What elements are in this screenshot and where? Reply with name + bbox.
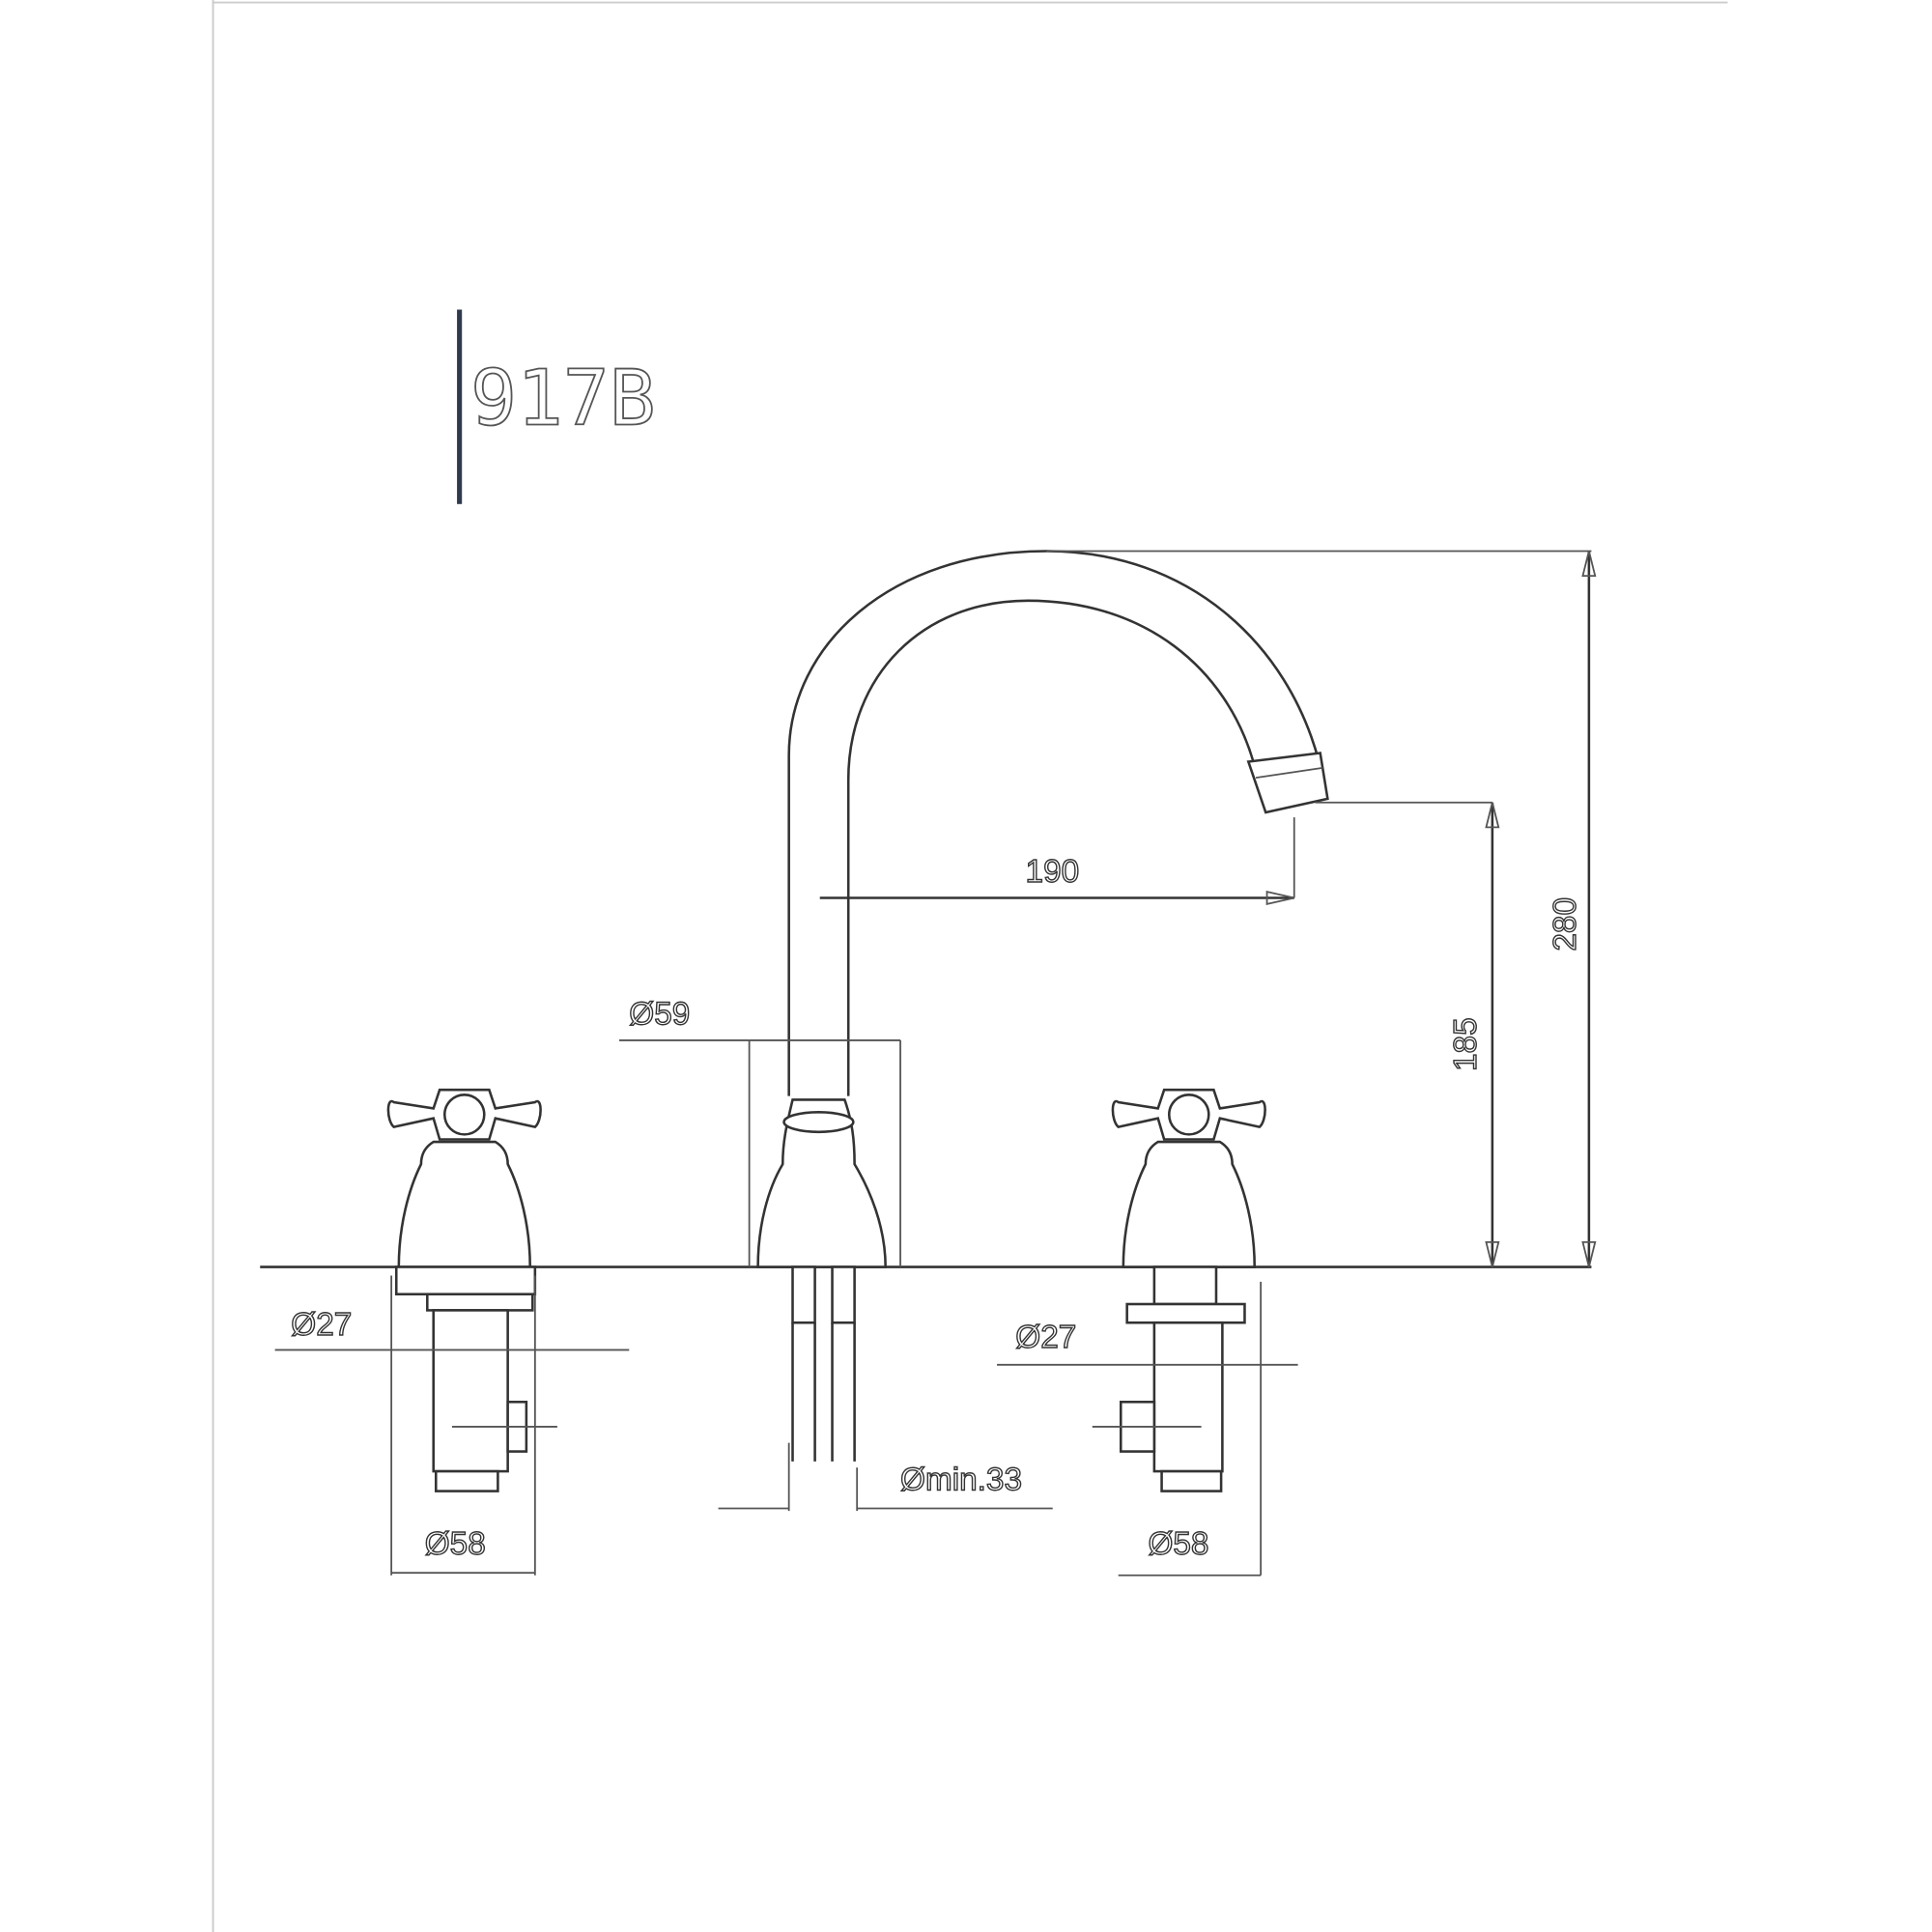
svg-text:Ø27: Ø27 (291, 1307, 352, 1343)
dim-left-base: Ø58 (390, 1275, 536, 1576)
svg-text:Ø59: Ø59 (629, 996, 690, 1032)
right-valve (1092, 1088, 1266, 1492)
svg-text:Ømin.33: Ømin.33 (900, 1462, 1022, 1497)
title-accent-bar (457, 309, 463, 504)
dim-right-shank: Ø27 (997, 1319, 1298, 1366)
model-title: 917B (470, 354, 655, 443)
svg-text:Ø27: Ø27 (1015, 1320, 1076, 1355)
svg-text:280: 280 (1548, 897, 1583, 952)
dim-spout-height: 185 (1315, 801, 1500, 1267)
dim-spout-base: Ø59 (619, 996, 901, 1267)
spout-base (756, 1098, 887, 1462)
left-valve (386, 1088, 557, 1492)
svg-text:Ø58: Ø58 (1148, 1526, 1208, 1562)
dim-spout-reach: 190 (819, 817, 1295, 906)
svg-text:Ø58: Ø58 (425, 1526, 486, 1562)
svg-text:190: 190 (1026, 854, 1080, 890)
dim-right-base: Ø58 (1118, 1281, 1263, 1577)
spout (787, 550, 1329, 1096)
svg-text:185: 185 (1448, 1017, 1484, 1071)
dim-left-shank: Ø27 (274, 1306, 630, 1351)
dim-total-height: 280 (1046, 550, 1597, 1267)
dim-min-hole: Ømin.33 (718, 1442, 1053, 1512)
